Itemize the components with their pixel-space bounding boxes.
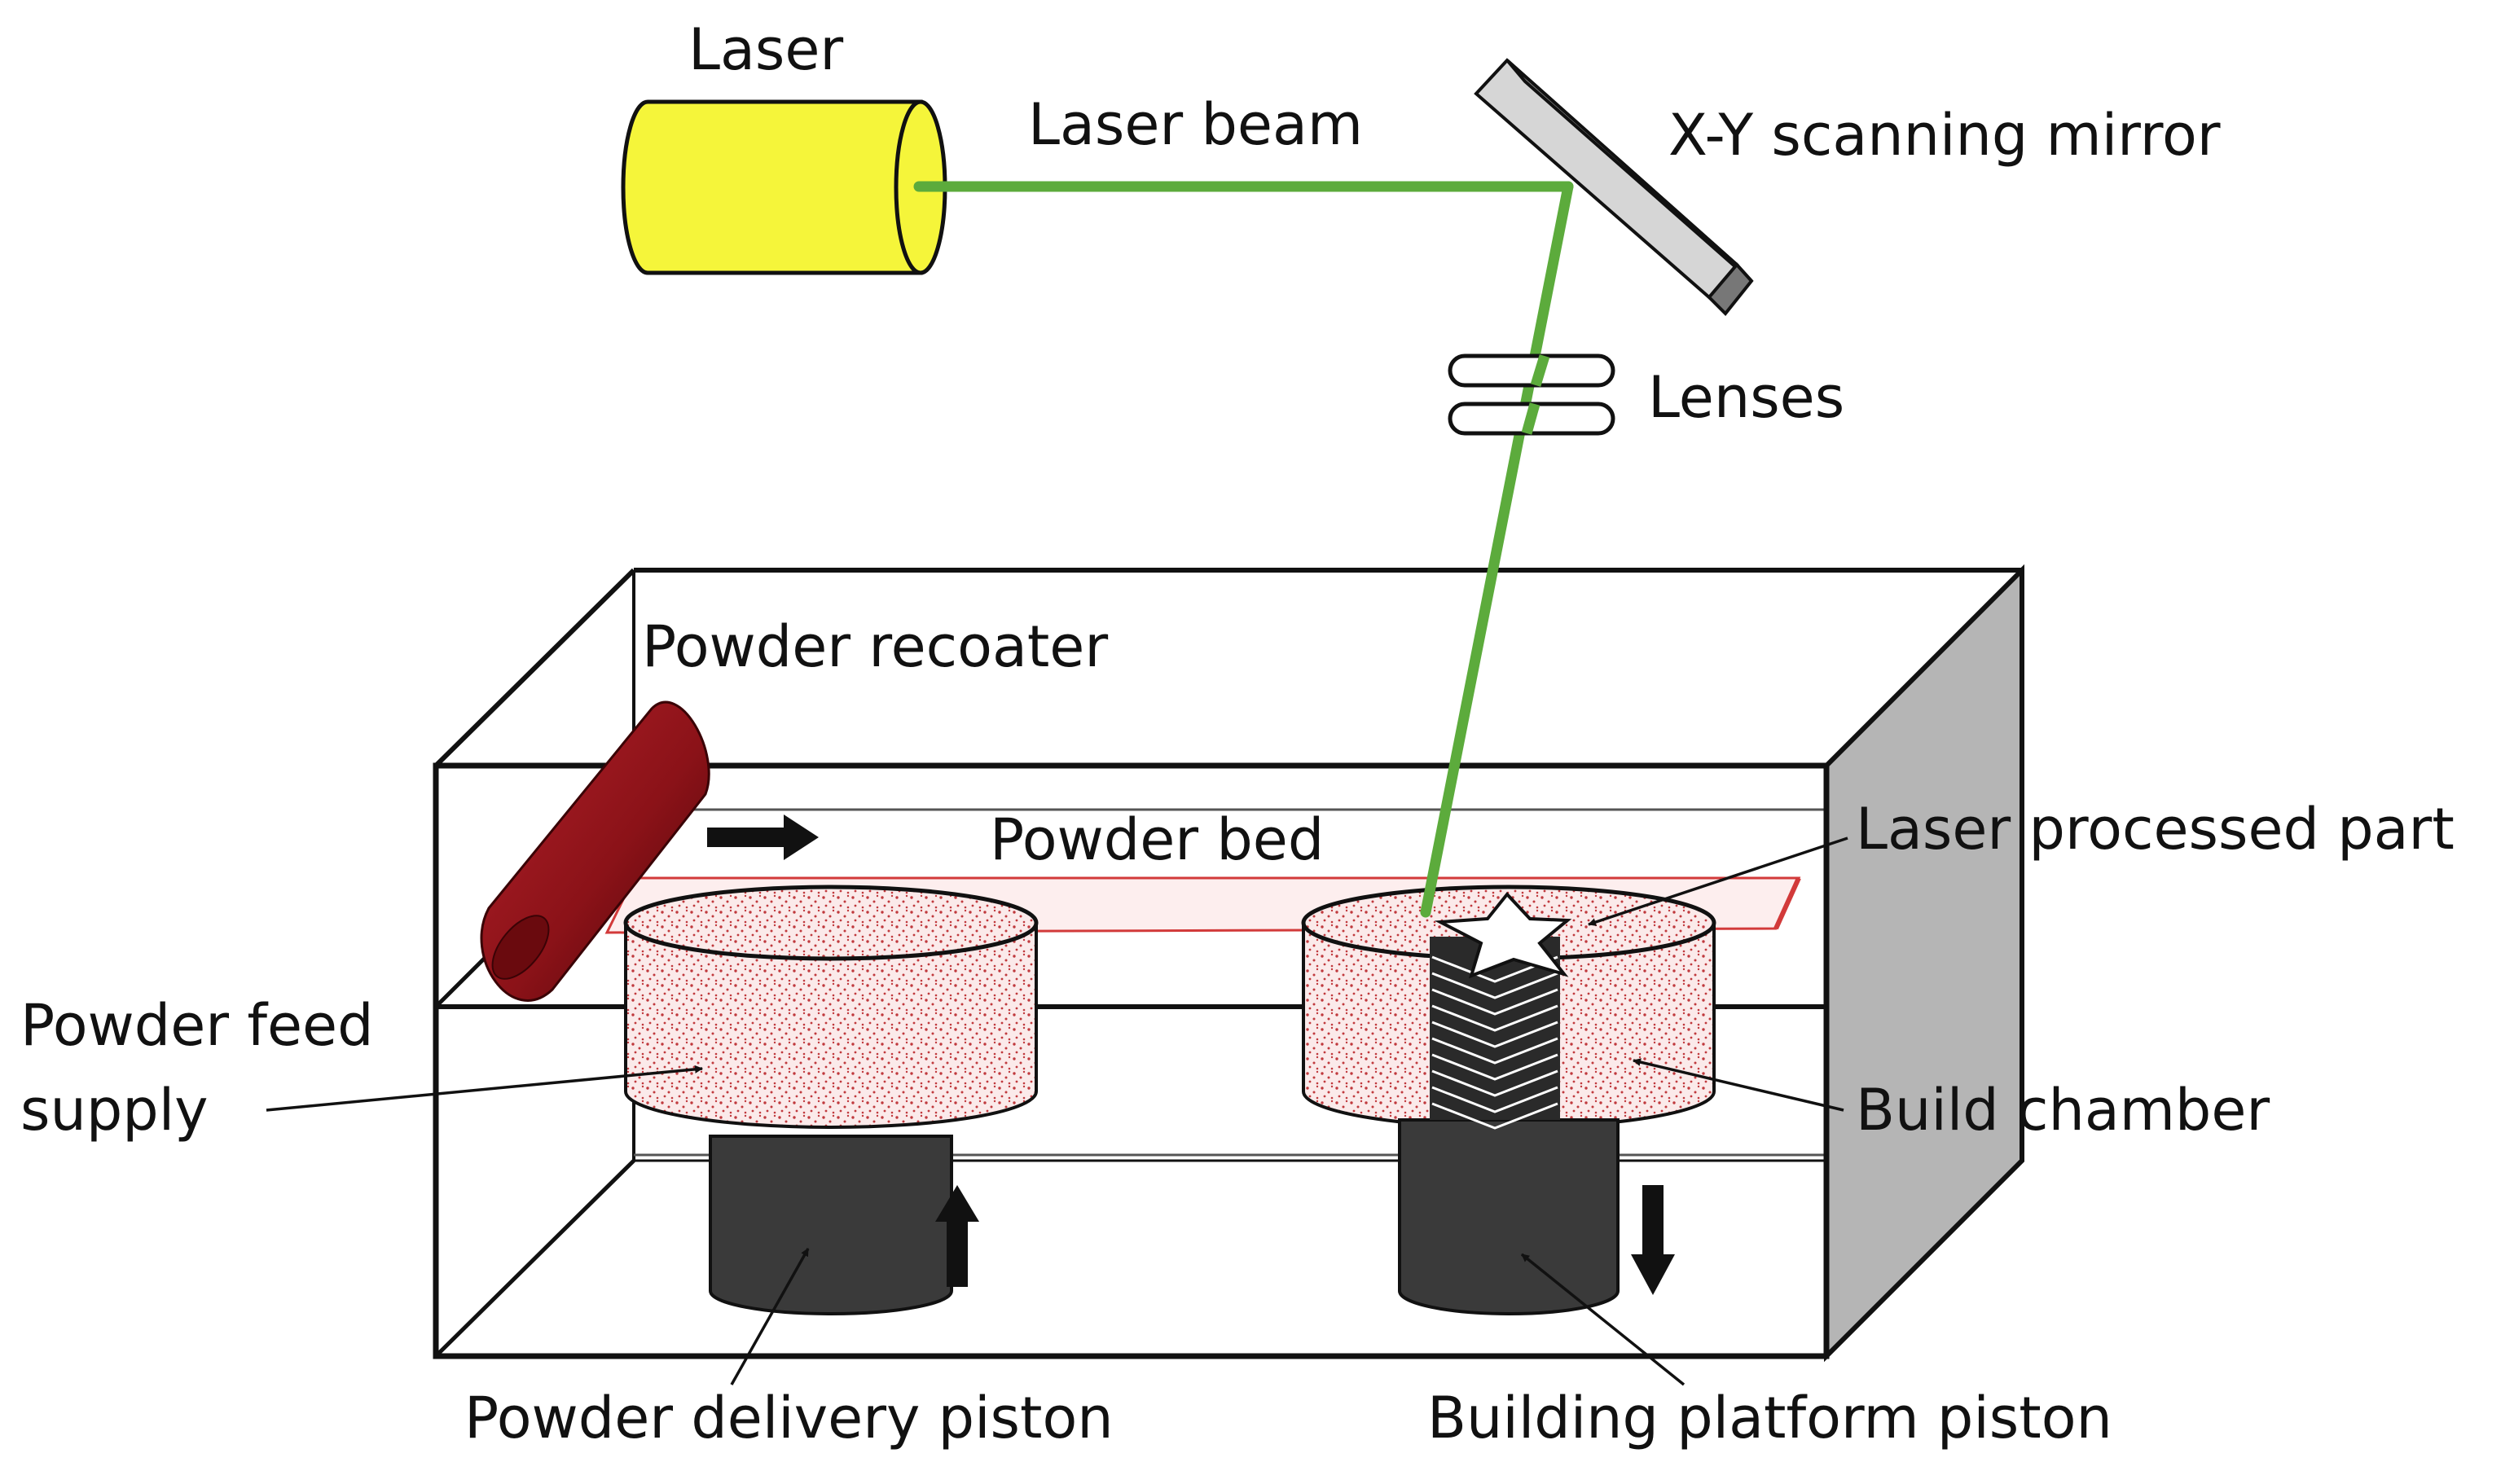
label-powder-bed: Powder bed (990, 806, 1324, 873)
label-laser-processed-part: Laser processed part (1856, 796, 2455, 863)
laser-beam (913, 181, 1574, 918)
label-lenses: Lenses (1648, 364, 1844, 431)
powder-feed-cylinder (623, 885, 1039, 1129)
chamber-side-panel (1824, 564, 2024, 1363)
label-laser: Laser (688, 16, 843, 83)
label-powder-delivery-piston: Powder delivery piston (464, 1385, 1114, 1451)
recoater-direction-arrow (707, 814, 819, 860)
chamber-box (433, 564, 2024, 1363)
label-build-chamber: Build chamber (1856, 1077, 2270, 1144)
label-powder-feed-line1: Powder feed (20, 992, 374, 1059)
label-laser-beam: Laser beam (1028, 91, 1363, 158)
label-building-platform-piston: Building platform piston (1427, 1385, 2112, 1451)
label-xy-scanning-mirror: X-Y scanning mirror (1668, 102, 2221, 169)
powder-recoater (480, 700, 710, 1002)
building-platform-piston (1398, 1118, 1620, 1315)
laser-source (621, 99, 947, 275)
leader-lines (266, 836, 1848, 1386)
laser-processed-part (1430, 891, 1572, 1130)
lenses (1448, 353, 1615, 436)
label-powder-feed-line2: supply (20, 1077, 209, 1144)
xy-scanning-mirror (1474, 58, 1754, 316)
star-top-layer (1434, 891, 1572, 979)
powder-delivery-piston (709, 1135, 953, 1315)
build-piston-down-arrow (1631, 1185, 1675, 1295)
feed-piston-up-arrow (935, 1185, 979, 1287)
chamber-front-frame (433, 762, 1830, 1359)
label-powder-recoater: Powder recoater (642, 613, 1108, 680)
